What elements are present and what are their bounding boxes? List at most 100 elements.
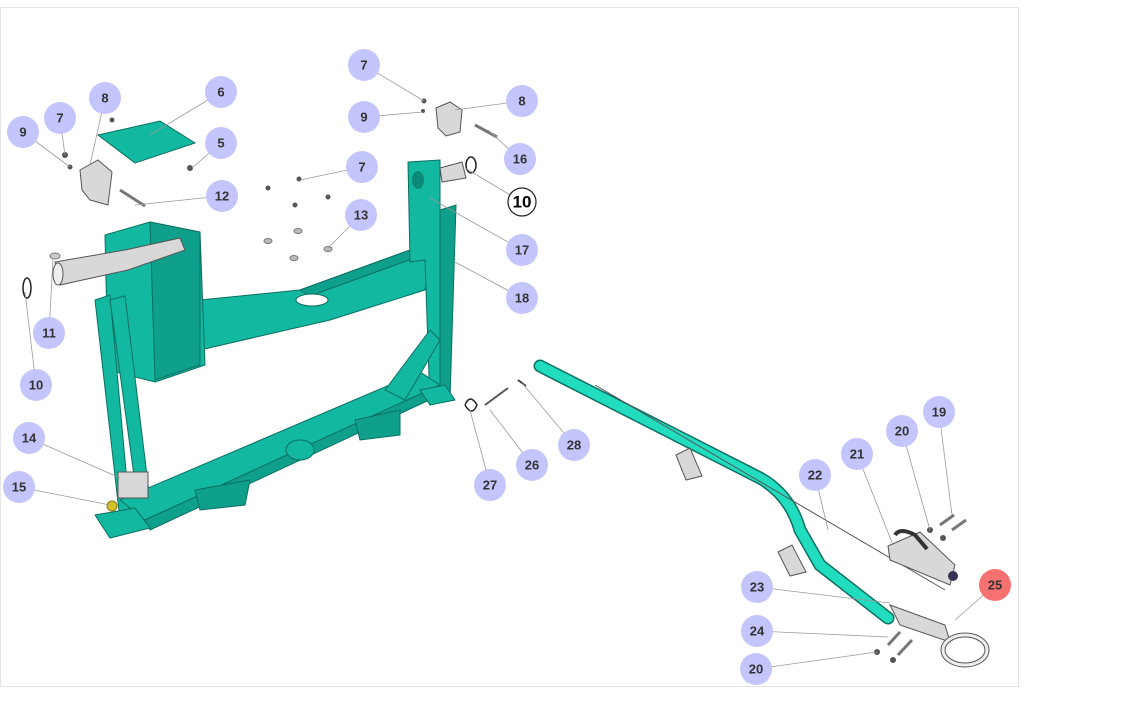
callout-label: 25 <box>988 578 1002 593</box>
parts-drawing <box>22 98 990 668</box>
callout-circle <box>506 282 538 314</box>
callout-27[interactable]: 27 <box>474 469 506 501</box>
part-bracket-8-right <box>435 101 463 137</box>
leader-line <box>28 437 121 479</box>
callout-label: 7 <box>358 160 365 175</box>
part-cable-22 <box>594 384 946 591</box>
callout-26[interactable]: 26 <box>516 449 548 481</box>
callout-label: 10 <box>513 193 532 212</box>
callout-circle <box>506 234 538 266</box>
callout-circle <box>205 76 237 108</box>
callout-21[interactable]: 21 <box>841 438 873 470</box>
callout-circle <box>205 127 237 159</box>
callout-label: 11 <box>42 326 56 341</box>
callout-circle <box>504 143 536 175</box>
callout-7[interactable]: 7 <box>44 102 76 134</box>
callout-circle <box>7 116 39 148</box>
callout-circle <box>474 469 506 501</box>
callout-circle <box>33 317 65 349</box>
callout-label: 7 <box>360 58 367 73</box>
callout-circle <box>13 422 45 454</box>
callout-circle <box>516 449 548 481</box>
callout-label: 28 <box>567 438 581 453</box>
callout-18[interactable]: 18 <box>506 282 538 314</box>
callout-label: 24 <box>750 624 765 639</box>
callout-label: 27 <box>483 478 497 493</box>
leader-line <box>755 651 878 670</box>
callout-label: 16 <box>513 152 527 167</box>
callout-label: 9 <box>19 125 26 140</box>
callout-7[interactable]: 7 <box>346 151 378 183</box>
callout-label: 18 <box>515 291 529 306</box>
callout-label: 20 <box>749 662 763 677</box>
callout-circle <box>345 199 377 231</box>
callout-24[interactable]: 24 <box>741 615 773 647</box>
callout-10[interactable]: 10 <box>20 369 52 401</box>
callout-circle <box>740 653 772 685</box>
callout-label: 13 <box>354 208 368 223</box>
part-bracket-8-left <box>79 159 113 206</box>
callout-circle <box>348 49 380 81</box>
callout-label: 8 <box>518 94 525 109</box>
callout-label: 23 <box>750 580 764 595</box>
callout-circle <box>206 180 238 212</box>
callout-20[interactable]: 20 <box>886 415 918 447</box>
callout-14[interactable]: 14 <box>13 422 45 454</box>
callout-label: 15 <box>12 480 26 495</box>
callout-circle <box>841 438 873 470</box>
part-tow-eye-25 <box>888 604 951 643</box>
callout-23[interactable]: 23 <box>741 571 773 603</box>
callout-8[interactable]: 8 <box>506 85 538 117</box>
callout-circle <box>348 101 380 133</box>
callout-8[interactable]: 8 <box>89 82 121 114</box>
callout-circle <box>799 459 831 491</box>
callout-19[interactable]: 19 <box>923 396 955 428</box>
callout-label: 22 <box>808 468 822 483</box>
callout-9[interactable]: 9 <box>7 116 39 148</box>
callout-circle <box>741 571 773 603</box>
part-bottom-beam <box>119 371 442 521</box>
callout-label: 20 <box>895 424 909 439</box>
leader-line <box>756 630 889 638</box>
callout-label: 26 <box>525 458 539 473</box>
leader-line <box>938 411 953 516</box>
callout-15[interactable]: 15 <box>3 471 35 503</box>
callout-label: 14 <box>22 431 37 446</box>
callout-circle <box>89 82 121 114</box>
callout-circle <box>20 369 52 401</box>
callouts: 9 7 8 6 5 12 7 9 8 16 7 13 10 17 18 11 10 14 15 27 26 28 19 20 2… <box>3 49 1011 685</box>
callout-13[interactable]: 13 <box>345 199 377 231</box>
callout-22[interactable]: 22 <box>799 459 831 491</box>
callout-label: 19 <box>932 405 946 420</box>
callout-label: 8 <box>101 91 108 106</box>
callout-11[interactable]: 11 <box>33 317 65 349</box>
callout-label: 9 <box>360 110 367 125</box>
callout-12[interactable]: 12 <box>206 180 238 212</box>
leader-line <box>756 586 891 604</box>
callout-9[interactable]: 9 <box>348 101 380 133</box>
callout-label: 6 <box>217 85 224 100</box>
callout-circle <box>558 429 590 461</box>
part-foot <box>94 507 151 539</box>
callout-6[interactable]: 6 <box>205 76 237 108</box>
callout-circle <box>346 151 378 183</box>
callout-17[interactable]: 17 <box>506 234 538 266</box>
callout-label: 12 <box>215 189 229 204</box>
callout-circle <box>507 187 537 217</box>
callout-circle <box>741 615 773 647</box>
callout-label: 7 <box>56 111 63 126</box>
part-plate-6 <box>96 120 197 164</box>
callout-25[interactable]: 25 <box>979 569 1011 601</box>
callout-circle <box>979 569 1011 601</box>
callout-circle <box>3 471 35 503</box>
callout-20[interactable]: 20 <box>740 653 772 685</box>
callout-5[interactable]: 5 <box>205 127 237 159</box>
part-pin-right <box>439 161 467 183</box>
leader-line <box>856 453 894 546</box>
callout-16[interactable]: 16 <box>504 143 536 175</box>
callout-10[interactable]: 10 <box>507 187 537 217</box>
callout-circle <box>506 85 538 117</box>
callout-28[interactable]: 28 <box>558 429 590 461</box>
callout-7[interactable]: 7 <box>348 49 380 81</box>
